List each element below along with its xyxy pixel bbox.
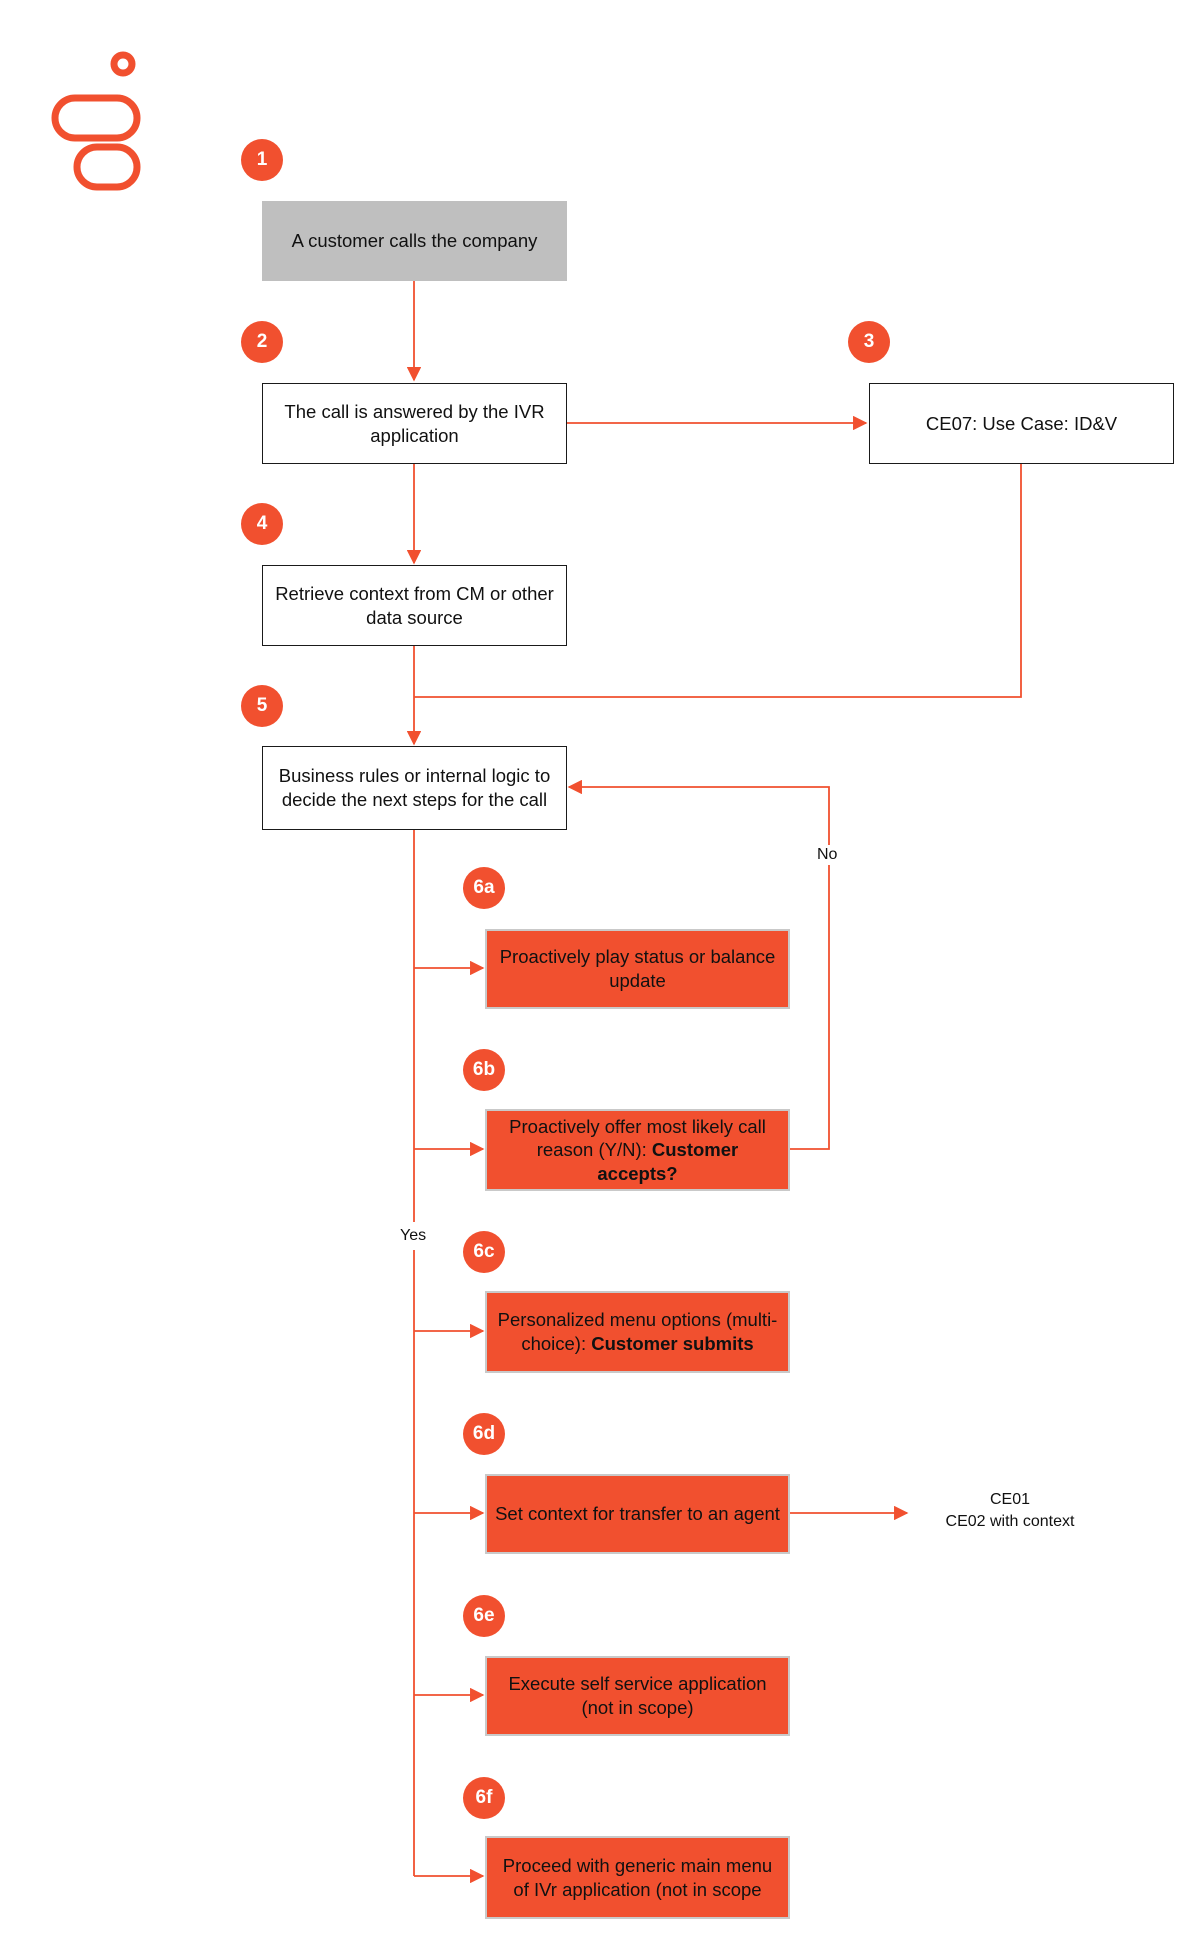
node-6d-transfer-context: Set context for transfer to an agent	[485, 1474, 790, 1554]
step-badge-6f: 6f	[463, 1777, 505, 1819]
genesys-logo-icon	[51, 51, 141, 191]
node-ce07-idv: CE07: Use Case: ID&V	[869, 383, 1174, 464]
node-customer-calls-text: A customer calls the company	[291, 230, 538, 252]
step-badge-6b: 6b	[463, 1049, 505, 1091]
step-badge-6c: 6c	[463, 1231, 505, 1273]
node-6c-personalized-menu: Personalized menu options (multi-choice)…	[485, 1291, 790, 1373]
step-badge-6a: 6a	[463, 867, 505, 909]
node-6f-text: Proceed with generic main menu of IVr ap…	[502, 1854, 773, 1900]
node-business-rules-text: Business rules or internal logic to deci…	[278, 765, 551, 810]
node-customer-calls: A customer calls the company	[262, 201, 567, 281]
node-6b-text-bold: Customer accepts?	[597, 1139, 739, 1184]
node-ce07-idv-text: CE07: Use Case: ID&V	[925, 412, 1118, 434]
step-badge-3: 3	[848, 321, 890, 363]
node-6b-text: Proactively offer most likely call reaso…	[495, 1115, 780, 1186]
node-6b-offer-call-reason: Proactively offer most likely call reaso…	[485, 1109, 790, 1191]
external-target-line2: CE02 with context	[945, 1512, 1075, 1530]
node-business-rules: Business rules or internal logic to deci…	[262, 746, 567, 830]
external-target-line1: CE01	[989, 1491, 1031, 1508]
step-badge-6e: 6e	[463, 1595, 505, 1637]
external-target-ce01-ce02: CE01 CE02 with context	[930, 1489, 1090, 1532]
node-6a-status-update: Proactively play status or balance updat…	[485, 929, 790, 1009]
node-ivr-answers: The call is answered by the IVR applicat…	[262, 383, 567, 464]
node-retrieve-context: Retrieve context from CM or other data s…	[262, 565, 567, 646]
step-badge-6d: 6d	[463, 1413, 505, 1455]
node-6d-text: Set context for transfer to an agent	[495, 1503, 780, 1525]
node-retrieve-context-text: Retrieve context from CM or other data s…	[275, 582, 554, 628]
node-6c-text-plain: Personalized menu options (multi-choice)…	[497, 1309, 778, 1354]
edge-label-no: No	[814, 845, 841, 865]
edge-6b-no-5	[567, 779, 830, 1150]
edge-3-5	[414, 464, 1022, 698]
node-6f-generic-menu: Proceed with generic main menu of IVr ap…	[485, 1836, 790, 1919]
node-6c-text: Personalized menu options (multi-choice)…	[495, 1308, 780, 1355]
step-badge-2: 2	[241, 321, 283, 363]
node-6c-text-bold: Customer submits	[591, 1333, 754, 1354]
step-badge-1: 1	[241, 139, 283, 181]
node-6b-text-plain: Proactively offer most likely call reaso…	[509, 1115, 766, 1161]
node-ivr-answers-text: The call is answered by the IVR applicat…	[284, 400, 545, 446]
step-badge-5: 5	[241, 685, 283, 727]
node-6a-text: Proactively play status or balance updat…	[499, 946, 776, 991]
edge-label-yes: Yes	[397, 1226, 430, 1246]
node-6e-text: Execute self service application (not in…	[508, 1673, 767, 1718]
node-6e-self-service: Execute self service application (not in…	[485, 1656, 790, 1736]
step-badge-4: 4	[241, 503, 283, 545]
